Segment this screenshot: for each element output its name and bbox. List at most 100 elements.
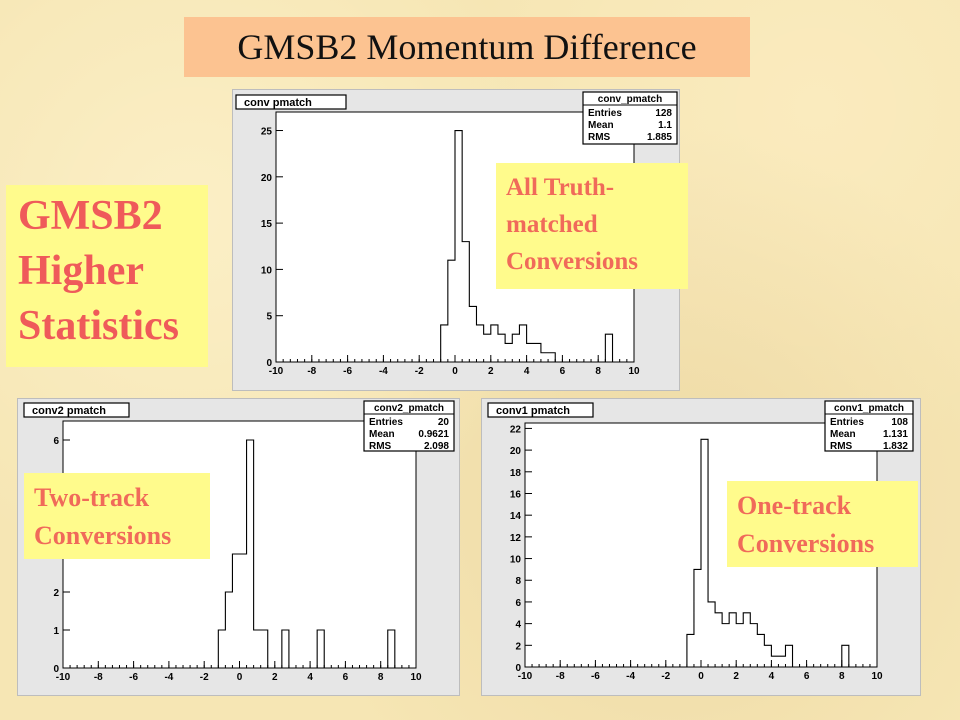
x-tick-label: 8 [378,672,384,683]
x-tick-label: -10 [269,366,284,377]
x-tick-label: 10 [628,366,640,377]
y-tick-label: 1 [53,626,59,637]
histogram-title: conv2 pmatch [32,405,106,417]
stats-key: Mean [588,120,614,131]
stats-box [363,400,455,452]
y-tick-label: 5 [266,312,272,323]
callout-two-track: Two-track Conversions [24,473,210,559]
stats-title: conv_pmatch [598,94,662,105]
y-tick-label: 2 [515,641,521,652]
stats-value: 1.131 [883,429,908,440]
histogram-line [217,439,402,669]
stats-key: Mean [830,429,856,440]
histogram-title-box [487,402,594,418]
y-tick-label: 4 [515,620,521,631]
stats-value: 1.885 [647,132,672,143]
y-tick-label: 15 [261,219,273,230]
x-tick-label: -2 [200,672,209,683]
callout-one-line-1: One-track [737,491,852,520]
stats-box [582,91,678,145]
y-tick-label: 8 [515,576,521,587]
stats-value: 108 [891,417,908,428]
x-tick-label: -6 [591,671,600,682]
y-tick-label: 0 [515,663,521,674]
stats-box [824,400,914,452]
y-tick-label: 10 [261,265,273,276]
x-tick-label: -2 [661,671,670,682]
x-tick-label: 6 [343,672,349,683]
x-tick-label: 4 [307,672,313,683]
side-label-line-2: Higher [18,248,144,294]
x-tick-label: 4 [524,366,530,377]
x-tick-label: -4 [626,671,635,682]
x-tick-label: 2 [488,366,494,377]
y-tick-label: 12 [510,533,522,544]
callout-one-line-2: Conversions [737,529,875,558]
histogram-title: conv pmatch [244,97,312,109]
stats-title: conv2_pmatch [374,403,444,414]
x-tick-label: -8 [307,366,316,377]
histogram-svg-all: conv pmatch -10 -8 -6 -4 -2 0 2 4 6 8 10 0 5 10 15 20 25 c… [235,91,678,377]
stats-key: Entries [369,417,403,428]
x-tick-label: -10 [56,672,71,683]
y-tick-label: 22 [510,424,522,435]
y-tick-label: 25 [261,127,273,138]
stats-value: 2.098 [424,441,449,452]
stats-key: Mean [369,429,395,440]
histogram-title-box [235,94,347,110]
x-tick-label: -4 [164,672,173,683]
x-tick-label: 2 [733,671,739,682]
x-tick-label: -6 [129,672,138,683]
y-tick-label: 16 [510,489,522,500]
x-tick-label: -2 [415,366,424,377]
y-tick-label: 6 [53,436,59,447]
stats-key: RMS [830,441,853,452]
x-tick-label: 0 [452,366,458,377]
y-tick-label: 0 [266,358,272,369]
stats-title: conv1_pmatch [834,403,904,414]
x-tick-label: 6 [560,366,566,377]
stats-value: 1.832 [883,441,908,452]
x-tick-label: -4 [379,366,388,377]
stats-key: Entries [588,108,622,119]
x-tick-label: -8 [94,672,103,683]
x-tick-label: -10 [518,671,533,682]
side-label: GMSB2 Higher Statistics [6,185,208,367]
callout-two-line-2: Conversions [34,521,172,550]
histogram-title: conv1 pmatch [496,405,570,417]
callout-all-line-2: matched [506,211,598,238]
side-label-line-1: GMSB2 [18,193,163,239]
x-tick-label: 10 [871,671,883,682]
x-tick-label: 2 [272,672,278,683]
y-tick-label: 20 [261,173,273,184]
histogram-title-box [23,402,130,418]
callout-all-truth: All Truth- matched Conversions [496,163,688,289]
x-tick-label: -8 [556,671,565,682]
stats-key: Entries [830,417,864,428]
stats-key: RMS [369,441,392,452]
x-tick-label: 8 [595,366,601,377]
callout-all-line-1: All Truth- [506,174,615,201]
stats-value: 128 [655,108,672,119]
y-tick-label: 0 [53,664,59,675]
stats-value: 1.1 [658,120,672,131]
callout-all-line-3: Conversions [506,248,638,275]
x-tick-label: 0 [698,671,704,682]
histogram-line [419,129,620,363]
callout-two-line-1: Two-track [34,483,150,512]
y-tick-label: 20 [510,446,522,457]
y-tick-label: 10 [510,555,522,566]
x-tick-label: 8 [839,671,845,682]
x-tick-label: 4 [769,671,775,682]
y-tick-label: 18 [510,468,522,479]
stats-value: 0.9621 [418,429,449,440]
histogram-line [679,438,856,668]
y-tick-label: 6 [515,598,521,609]
callout-one-track: One-track Conversions [727,481,918,567]
stats-key: RMS [588,132,611,143]
x-tick-label: 6 [804,671,810,682]
stats-value: 20 [438,417,450,428]
y-tick-label: 14 [510,511,522,522]
x-tick-label: 10 [410,672,422,683]
x-tick-label: -6 [343,366,352,377]
